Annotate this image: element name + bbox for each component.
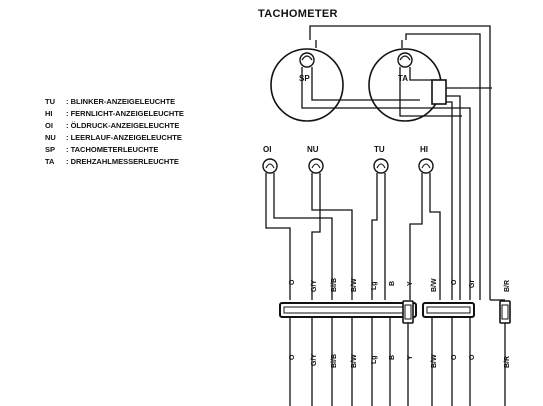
lamp-wires [265, 173, 441, 300]
wire-label: B/W [431, 278, 438, 292]
speedometer-gauge: SP [270, 48, 344, 122]
gauge-label-ta: TA [398, 74, 408, 83]
legend-code: HI [45, 109, 53, 118]
wire-label: G/Y [311, 354, 318, 366]
wire-label: B [389, 355, 396, 360]
indicator-lamps: OI NU TU HI [262, 145, 434, 174]
legend-text: : BLINKER-ANZEIGELEUCHTE [66, 97, 175, 106]
wire-label: B [389, 281, 396, 286]
wire-label: Lg [371, 355, 378, 364]
legend-text: : DREHZAHLMESSERLEUCHTE [66, 157, 179, 166]
lamp-label-hi: HI [420, 145, 428, 154]
wire-label: O [289, 354, 296, 360]
frame-wires [309, 25, 491, 300]
wire-label: B/W [431, 354, 438, 368]
connectors [279, 300, 511, 324]
wire-label: B/R [504, 280, 511, 292]
legend-code: NU [45, 133, 56, 142]
tachometer-connector [431, 79, 447, 105]
legend-code: TU [45, 97, 55, 106]
wire-labels-top: O G/Y Bl/B B/W Lg B Y B/W O Gr B/R [289, 278, 511, 292]
wire-label: Bl/B [331, 354, 338, 368]
legend-text: : ÖLDRUCK-ANZEIGELEUCHTE [66, 121, 179, 130]
wire-label: O [451, 354, 458, 360]
lamp-label-tu: TU [374, 145, 385, 154]
legend-code: OI [45, 121, 53, 130]
wire-label: B/R [504, 356, 511, 368]
wire-labels-bottom: O G/Y Bl/B B/W Lg B Y B/W O O B/R [289, 354, 511, 368]
wire-label: Lg [371, 281, 378, 290]
wire-label: Gr [469, 280, 476, 288]
gauge-wires [301, 67, 492, 300]
wire-label: Bl/B [331, 278, 338, 292]
legend-code: TA [45, 157, 55, 166]
wire-label: O [289, 279, 296, 285]
wire-label: B/W [351, 354, 358, 368]
legend: TU : BLINKER-ANZEIGELEUCHTE HI : FERNLIC… [45, 97, 184, 166]
wire-label: B/W [351, 278, 358, 292]
wire-label: Y [407, 281, 414, 286]
legend-text: : LEERLAUF-ANZEIGELEUCHTE [66, 133, 182, 142]
lamp-label-nu: NU [307, 145, 319, 154]
legend-text: : TACHOMETERLEUCHTE [66, 145, 158, 154]
legend-code: SP [45, 145, 55, 154]
diagram-title: TACHOMETER [258, 8, 338, 20]
legend-text: : FERNLICHT-ANZEIGELEUCHTE [66, 109, 184, 118]
wire-label: O [451, 279, 458, 285]
gauge-label-sp: SP [299, 74, 310, 83]
tachometer-gauge: TA [368, 48, 447, 122]
harness-wires [289, 317, 506, 406]
wire-label: O [469, 354, 476, 360]
wire-label: G/Y [311, 280, 318, 292]
lamp-label-oi: OI [263, 145, 271, 154]
wire-label: Y [407, 355, 414, 360]
